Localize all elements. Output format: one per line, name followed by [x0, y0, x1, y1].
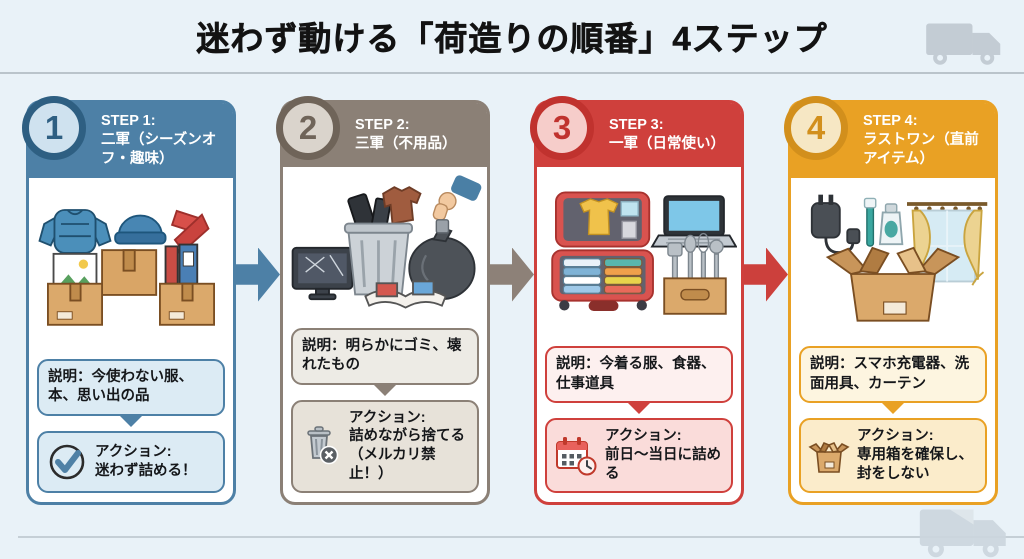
step-4-description-bubble: 説明：スマホ充電器、洗面用具、カーテン	[799, 346, 987, 415]
arrow-step3-to-step4	[744, 100, 788, 505]
trash-can-garbage-bag-broken-monitor-graphic	[291, 175, 482, 309]
step-card-2: 2 STEP 2: 三軍（不用品）	[276, 96, 490, 505]
step-3-number-badge: 3	[530, 96, 594, 160]
step-label: STEP 2:	[355, 117, 410, 134]
step-label: STEP 4:	[863, 113, 918, 129]
description-text: 説明：今着る服、食器、仕事道具	[556, 356, 716, 392]
step-3-action-box: アクション:前日〜当日に詰める	[545, 418, 733, 493]
step-1-description-bubble: 説明：今使わない服、本、思い出の品	[37, 358, 225, 427]
bubble-tail	[626, 401, 652, 415]
description-text: 説明：スマホ充電器、洗面用具、カーテン	[810, 356, 970, 392]
step-number: 4	[806, 109, 826, 146]
bubble-tail	[372, 382, 398, 396]
step-4-action-box: アクション:専用箱を確保し、封をしない	[799, 418, 987, 493]
trash-x-icon	[299, 424, 343, 468]
step-label: STEP 1:	[101, 113, 156, 129]
action-text: アクション:前日〜当日に詰める	[605, 428, 721, 483]
bubble-tail	[880, 401, 906, 415]
winter-clothes-boxes-books-picture-graphic	[38, 209, 215, 326]
step-name: 二軍（シーズンオフ・趣味）	[101, 131, 217, 167]
step-3-description-bubble: 説明：今着る服、食器、仕事道具	[545, 346, 733, 415]
description-text: 説明：明らかにゴミ、壊れたもの	[302, 337, 462, 374]
footer-divider	[18, 536, 1024, 538]
bubble-tail	[118, 414, 144, 427]
truck-icon-footer	[919, 509, 1006, 558]
action-text: アクション:迷わず詰める！	[95, 444, 197, 479]
last-minute-items-illustration	[791, 178, 995, 343]
description-text: 説明：今使わない服、本、思い出の品	[48, 368, 193, 405]
calendar-clock-icon	[553, 434, 599, 478]
step-name: 三軍（不用品）	[355, 136, 457, 152]
garbage-illustration	[283, 167, 487, 324]
step-name: ラストワン（直前アイテム）	[863, 131, 979, 167]
step-card-4: 4 STEP 4: ラストワン（直前アイテム）	[784, 96, 998, 505]
off-season-clothes-illustration	[29, 178, 233, 355]
step-1-action-box: アクション:迷わず詰める！	[37, 431, 225, 493]
step-card-3: 3 STEP 3: 一軍（日常使い）	[530, 96, 744, 505]
step-2-action-box: アクション:詰めながら捨てる（メルカリ禁止！）	[291, 399, 479, 493]
open-suitcase-laptop-utensil-box-graphic	[551, 191, 737, 315]
step-number: 1	[44, 109, 64, 146]
open-box-icon	[807, 434, 851, 478]
charger-toothbrush-curtain-open-box-graphic	[810, 194, 988, 322]
action-text: アクション:詰めながら捨てる（メルカリ禁止！）	[349, 409, 465, 483]
step-1-number-badge: 1	[22, 96, 86, 160]
step-card-1: 1 STEP 1: 二軍（シーズンオフ・趣味）	[22, 96, 236, 505]
action-text: アクション:専用箱を確保し、封をしない	[857, 428, 973, 483]
check-circle-icon	[45, 440, 89, 484]
title-bar: 迷わず動ける「荷造りの順番」4ステップ	[0, 0, 1024, 74]
step-2-number-badge: 2	[276, 96, 340, 160]
step-label: STEP 3:	[609, 117, 664, 134]
arrow-step2-to-step3	[490, 100, 534, 505]
truck-icon	[926, 23, 1001, 65]
step-2-description-bubble: 説明：明らかにゴミ、壊れたもの	[291, 327, 479, 396]
step-name: 一軍（日常使い）	[609, 136, 725, 152]
arrow-step1-to-step2	[236, 100, 280, 505]
daily-items-illustration	[537, 167, 741, 342]
step-number: 3	[552, 109, 572, 146]
step-4-number-badge: 4	[784, 96, 848, 160]
steps-row: 1 STEP 1: 二軍（シーズンオフ・趣味）	[22, 96, 998, 505]
step-number: 2	[298, 109, 318, 146]
page-title: 迷わず動ける「荷造りの順番」4ステップ	[196, 20, 828, 58]
